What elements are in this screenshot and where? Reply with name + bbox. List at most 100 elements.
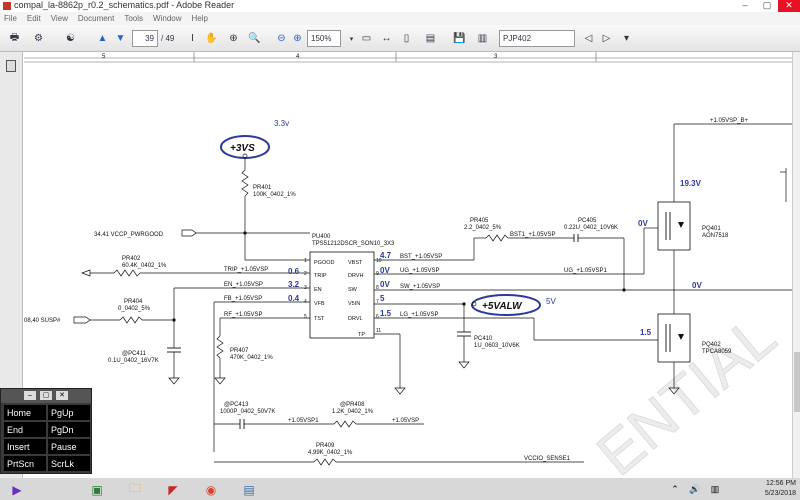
pc410-value: 1U_0603_10V6K [474,343,520,349]
menu-file[interactable]: File [4,14,17,23]
adobe-reader-icon [3,2,11,10]
terminal-app-icon[interactable]: ▣ [91,482,103,497]
confidential-watermark: ENTIAL [584,302,788,478]
rail-5valw-label: +5VALW [482,301,523,312]
net-bst: BST_+1.05VSP [400,254,442,260]
volume-icon[interactable]: 🔊 [689,484,701,494]
pr404-ref: PR404 [124,299,143,305]
net-vsp1: +1.05VSP1 [288,418,319,424]
pq402-part: TPCA8059 [702,349,732,355]
pin-num-1: 1 [304,258,307,264]
find-options-icon[interactable]: ▾ [623,33,630,44]
keypad-minimize-button[interactable]: – [24,391,36,400]
key-end[interactable]: End [4,422,46,437]
voltage-3v3-note: 3.3v [274,119,289,128]
voltage-drvl: 1.5 [380,309,392,318]
zoom-dropdown-icon[interactable]: ▾ [349,35,354,43]
page-display-icon[interactable]: ▤ [425,33,436,44]
rail-3vs-label: +3VS [230,143,255,154]
pin-num-2: 2 [304,271,307,277]
network-app-icon[interactable]: ▤ [243,482,255,497]
key-scrlk[interactable]: ScrLk [48,456,90,471]
minimize-button[interactable]: – [742,0,748,10]
pin-vfb: VFB [314,301,325,307]
clock-time: 12:56 PM [766,480,796,487]
zoom-in-icon[interactable]: ⊕ [293,33,302,44]
page-number-input[interactable]: 39 [132,30,158,47]
zoom-out-icon[interactable]: ⊖ [277,33,286,44]
menu-document[interactable]: Document [77,14,115,23]
key-home[interactable]: Home [4,405,46,420]
tray-up-arrow-icon[interactable]: ⌃ [671,484,679,494]
net-vccio-sense: VCCIO_SENSE1 [524,456,571,462]
maximize-button[interactable]: ▢ [762,0,772,10]
menu-view[interactable]: View [50,14,68,23]
menu-edit[interactable]: Edit [26,14,41,23]
vertical-scrollbar[interactable] [792,52,800,478]
print-icon[interactable]: 🖶 [9,32,20,43]
key-prtscn[interactable]: PrtScn [4,456,46,471]
collaborate-icon[interactable]: ☯ [66,33,75,44]
pin-num-8: 8 [376,285,379,291]
chrome-app-icon[interactable]: ◉ [205,482,217,497]
dynamic-zoom-icon[interactable]: 🔍 [248,33,261,44]
pr409-ref: PR409 [316,443,335,449]
keypad-restore-button[interactable]: ▢ [40,391,52,400]
start-icon[interactable]: ▶ [12,482,22,497]
fit-width-icon[interactable]: ↔ [381,33,392,44]
net-ug1: UG_+1.05VSP1 [564,268,608,274]
key-insert[interactable]: Insert [4,439,46,454]
share-icon[interactable]: ⚙ [34,33,43,44]
mosfet-pq401 [657,201,691,251]
pages-panel-icon[interactable] [6,60,16,72]
voltage-v5in: 5 [380,294,385,303]
next-page-icon[interactable]: ▼ [115,33,126,44]
close-button[interactable]: ✕ [778,0,800,12]
pin-tp: TP [358,332,365,338]
hand-tool-icon[interactable]: ✋ [205,33,218,44]
acrobat-app-icon[interactable]: ◤ [168,482,178,497]
pc413-ref: @PC413 [224,402,249,408]
ruler-col-3: 3 [494,54,498,60]
full-screen-icon[interactable]: ▯ [403,33,410,44]
prev-page-icon[interactable]: ▲ [97,33,108,44]
key-pgdn[interactable]: PgDn [48,422,90,437]
save-icon[interactable]: 💾 [453,33,466,44]
pr401-value: 100K_0402_1% [253,192,296,198]
net-vccp-pwrgood: 34,41 VCCP_PWRGOOD [94,232,164,238]
menu-help[interactable]: Help [191,14,208,23]
select-tool-icon[interactable]: I [191,33,194,44]
pin-tst: TST [314,316,325,322]
file-explorer-icon[interactable]: 🗀 [128,481,141,495]
pin-num-5: 5 [304,314,307,320]
keypad-close-button[interactable]: ✕ [56,391,68,400]
network-icon[interactable]: ▥ [710,484,720,494]
key-pause[interactable]: Pause [48,439,90,454]
key-pgup[interactable]: PgUp [48,405,90,420]
rail-vsp-b: +1.05VSP_B+ [710,118,749,124]
pq401-part: AON7518 [702,233,729,239]
title-bar: compal_la-8862p_r0.2_schematics.pdf - Ad… [0,0,800,12]
find-next-icon[interactable]: ▷ [602,33,611,44]
system-clock[interactable]: 12:56 PM 5/23/2018 [765,479,796,499]
menu-bar: File Edit View Document Tools Window Hel… [0,12,800,25]
pr409-value: 4.99K_0402_1% [308,450,353,456]
scrollbar-thumb[interactable] [794,352,800,412]
fit-page-icon[interactable]: ▭ [361,33,372,44]
pin-num-6: 6 [376,314,379,320]
zoom-input[interactable]: 150% [307,30,341,47]
find-input[interactable]: PJP402 [499,30,575,47]
net-susp: 08,40 SUSP# [24,318,61,324]
menu-tools[interactable]: Tools [124,14,144,23]
pin-num-11: 11 [376,328,381,334]
pin-sw: SW [348,287,358,293]
voltage-drvh: 0V [380,266,390,275]
net-bst1: BST1_+1.05VSP [510,232,556,238]
spread-icon[interactable]: ▥ [477,33,488,44]
marquee-zoom-icon[interactable]: ⊕ [229,33,238,44]
pr405-ref: PR405 [470,218,489,224]
pq401-ref: PQ401 [702,226,721,232]
find-previous-icon[interactable]: ◁ [584,33,593,44]
voltage-19v3: 19.3V [680,179,702,188]
menu-window[interactable]: Window [153,14,182,23]
